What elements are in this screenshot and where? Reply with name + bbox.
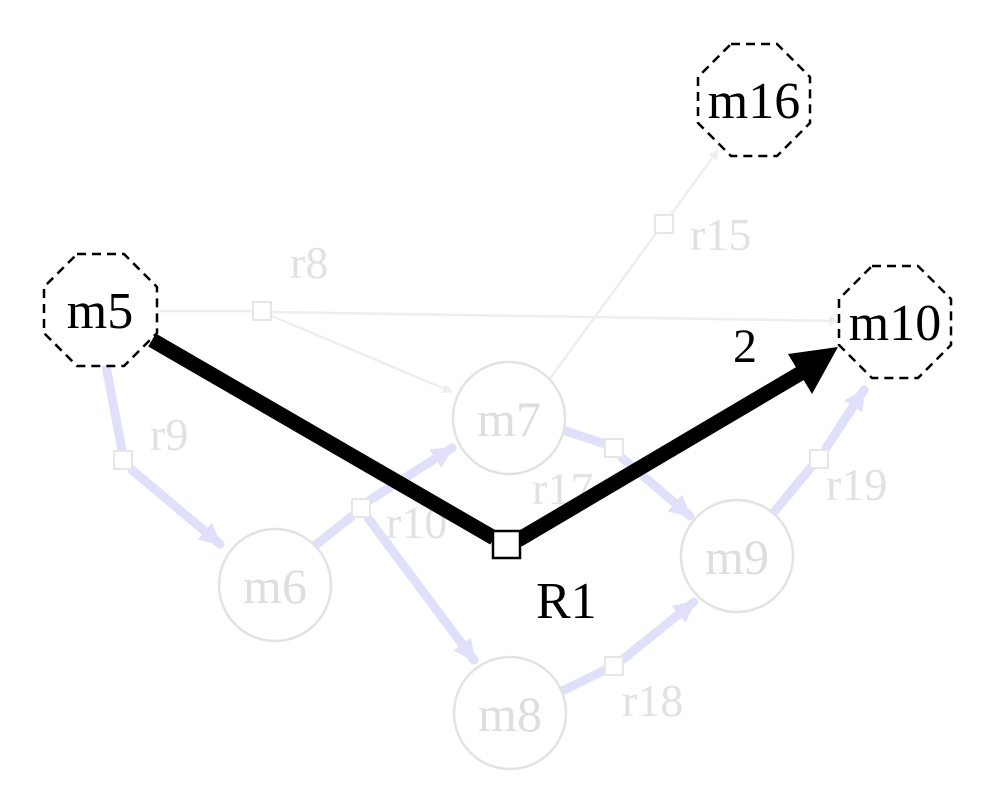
- node-m6-label: m6: [243, 558, 307, 614]
- node-m8-label: m8: [478, 686, 542, 742]
- faded-reaction-labels: r8 r9 r10 r15 r17 r18 r19: [150, 209, 887, 726]
- node-m16-octagon: [696, 42, 812, 158]
- edge-m7-r15: [544, 231, 659, 385]
- stoichiometry-label: 2: [733, 320, 757, 373]
- faded-metabolite-nodes: [217, 360, 795, 771]
- reaction-r15-label: r15: [690, 209, 751, 260]
- edge-r10-m7: [365, 443, 457, 505]
- node-m9-label: m9: [705, 529, 769, 585]
- reaction-box-r18: [604, 656, 624, 676]
- edge-m7-r17: [558, 425, 610, 449]
- reaction-R1-label: R1: [536, 573, 597, 630]
- node-m6-circle: [217, 527, 333, 643]
- highlight-edges: [148, 333, 838, 547]
- reaction-box-r17: [604, 438, 624, 458]
- reaction-box-r9: [113, 450, 133, 470]
- reaction-r9-label: r9: [150, 409, 188, 460]
- main-node-labels: m5 m10 m16: [67, 73, 941, 352]
- main-metabolite-nodes: [42, 42, 953, 380]
- node-m9-circle: [679, 498, 795, 614]
- node-m7-label: m7: [477, 391, 541, 447]
- edge-r10-m8: [363, 513, 479, 665]
- edge-r9-m6: [127, 465, 225, 549]
- reaction-box-r8: [252, 301, 272, 321]
- reaction-box-r19: [809, 449, 829, 469]
- node-m5-label: m5: [67, 283, 133, 340]
- arrowhead-R1-m10: [788, 347, 838, 394]
- edge-r8-m7: [271, 314, 453, 394]
- node-m16-label: m16: [708, 73, 800, 130]
- edge-m5-r9: [101, 361, 127, 455]
- faded-node-labels: m6 m7 m8 m9: [243, 391, 769, 742]
- reaction-r18-label: r18: [622, 675, 683, 726]
- node-m7-circle: [451, 360, 567, 476]
- node-m10-label: m10: [849, 295, 941, 352]
- edge-m9-r19: [769, 461, 817, 517]
- edge-r19-m10: [821, 385, 869, 453]
- reaction-box-r15: [654, 214, 674, 234]
- node-m10-octagon: [837, 264, 953, 380]
- faded-grey-edges: [158, 149, 839, 394]
- edge-r15-m16: [668, 149, 720, 217]
- reaction-box-R1: [491, 529, 522, 560]
- edge-r8-m10: [271, 310, 839, 326]
- node-m5-octagon: [42, 252, 159, 368]
- edge-m8-r18: [555, 665, 610, 697]
- edge-R1-m10: [514, 363, 810, 547]
- faded-reaction-boxes: [113, 214, 829, 676]
- reaction-r8-label: r8: [290, 237, 328, 288]
- edge-r18-m9: [617, 597, 699, 665]
- reaction-r19-label: r19: [826, 459, 887, 510]
- reaction-box-r10: [351, 498, 371, 518]
- edge-m6-r10: [307, 511, 357, 553]
- edge-m5-R1: [148, 333, 498, 545]
- node-m8-circle: [452, 655, 568, 771]
